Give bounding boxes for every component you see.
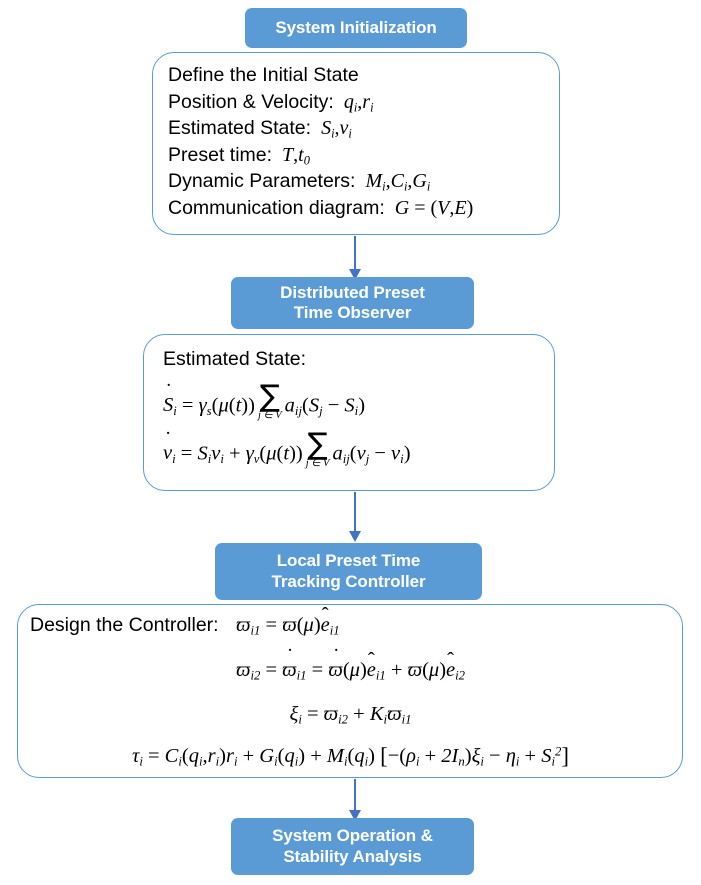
list-item: Preset time: T,t0: [168, 144, 473, 171]
controller-line-1: Design the Controller: ϖi1 = ϖ(μ)ei1: [30, 614, 340, 639]
panel-initial-state: [152, 52, 560, 235]
initial-state-heading: Define the Initial State: [168, 64, 359, 86]
controller-equation-1: ϖi1 = ϖ(μ)ei1: [224, 614, 340, 638]
list-item: Estimated State: Si,vi: [168, 117, 473, 144]
list-item: Dynamic Parameters: Mi,Ci,Gi: [168, 170, 473, 197]
controller-equation-3: ξi = ϖi2 + Kiϖi1: [289, 703, 412, 727]
connector-arrow-2: [345, 492, 365, 542]
panel-observer-equations: [143, 334, 555, 491]
list-item: Position & Velocity: qi,ri: [168, 91, 473, 118]
observer-equations-content: Estimated State: Si = γs(μ(t))∑j ∈ Vaij(…: [163, 348, 411, 468]
controller-equation-4: τi = Ci(qi,ri)ri + Gi(qi) + Mi(qi) [−(ρi…: [131, 744, 569, 769]
controller-equation-2: ϖi2 = ϖi1 = ϖ(μ)ei1 + ϖ(μ)ei2: [236, 659, 465, 683]
list-item: Define the Initial State: [168, 64, 473, 91]
connector-arrow-1: [345, 236, 365, 280]
stage-local-preset-time-tracking-controller-label: Local Preset Time Tracking Controller: [271, 551, 426, 591]
controller-line-2: ϖi2 = ϖi1 = ϖ(μ)ei1 + ϖ(μ)ei2: [0, 658, 701, 684]
stage-system-initialization-label: System Initialization: [275, 17, 437, 37]
connector-arrow-3: [345, 779, 365, 821]
stage-distributed-preset-time-observer-label: Distributed Preset Time Observer: [280, 282, 425, 322]
dynamic-parameters-expression: Mi,Ci,Gi: [365, 170, 431, 194]
panel-controller-equations: [17, 604, 683, 778]
initial-state-list: Define the Initial State Position & Velo…: [168, 64, 473, 223]
observer-heading: Estimated State:: [163, 348, 307, 370]
list-item: Communication diagram: G = (V,E): [168, 197, 473, 224]
stage-local-preset-time-tracking-controller[interactable]: Local Preset Time Tracking Controller: [215, 543, 482, 600]
estimated-state-expression: Si,vi: [321, 117, 352, 141]
controller-line-4: τi = Ci(qi,ri)ri + Gi(qi) + Mi(qi) [−(ρi…: [0, 744, 701, 770]
sum-limit-label: j ∈ V: [257, 409, 282, 421]
controller-heading: Design the Controller:: [30, 614, 219, 636]
stage-system-operation-stability-analysis-label: System Operation & Stability Analysis: [272, 826, 433, 866]
communication-diagram-expression: G = (V,E): [394, 196, 474, 219]
preset-time-expression: T,t0: [282, 143, 310, 167]
stage-system-initialization[interactable]: System Initialization: [245, 8, 467, 48]
stage-distributed-preset-time-observer[interactable]: Distributed Preset Time Observer: [231, 277, 474, 329]
position-velocity-label: Position & Velocity:: [168, 90, 334, 113]
position-velocity-expression: qi,ri: [343, 90, 374, 114]
preset-time-label: Preset time:: [168, 143, 273, 166]
stage-system-operation-stability-analysis[interactable]: System Operation & Stability Analysis: [231, 818, 474, 875]
estimated-state-label: Estimated State:: [168, 117, 312, 139]
dynamic-parameters-label: Dynamic Parameters:: [168, 170, 356, 192]
controller-line-3: ξi = ϖi2 + Kiϖi1: [0, 702, 701, 728]
communication-diagram-label: Communication diagram:: [168, 196, 385, 219]
